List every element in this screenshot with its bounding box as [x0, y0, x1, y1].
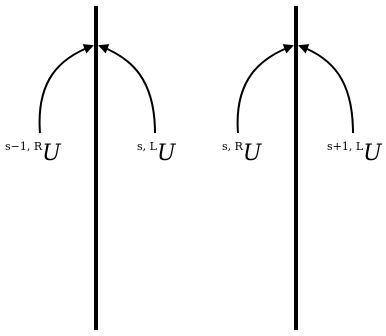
arrow-left-inner	[98, 44, 156, 134]
arrow-left-outer	[38, 44, 94, 134]
arrow-right-outer	[236, 44, 294, 134]
label-s-l: s, LU	[137, 140, 176, 166]
label-s-minus-1-r: s−1, RU	[5, 140, 61, 166]
label-s-plus-1-l: s+1, LU	[327, 140, 382, 166]
label-s-r: s, RU	[222, 140, 262, 166]
arrow-right-inner	[298, 44, 354, 134]
